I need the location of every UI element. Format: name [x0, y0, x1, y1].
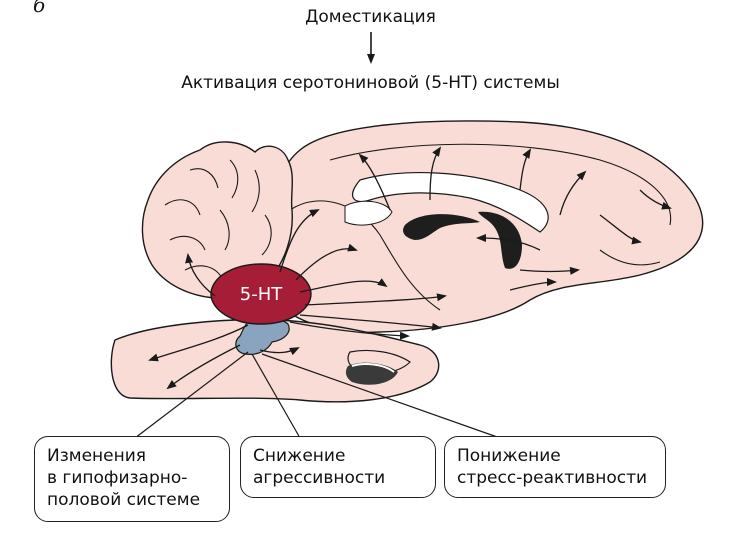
corpus-callosum	[352, 171, 549, 233]
center-label: 5-HT	[240, 284, 283, 305]
panel-label: б	[33, 0, 46, 17]
serotonin-nucleus	[210, 263, 312, 325]
cerebrum	[264, 120, 704, 333]
ventricle	[403, 214, 480, 240]
box-line: Снижение	[253, 446, 346, 466]
box-line: стресс-реактивности	[457, 468, 648, 488]
effect-box-pituitary: Изменения в гипофизарно- половой системе	[34, 436, 230, 522]
header-serotonin-activation: Активация серотониновой (5-HT) системы	[181, 73, 560, 93]
effect-box-aggression: Снижение агрессивности	[240, 436, 436, 498]
box-line: половой системе	[47, 490, 201, 510]
hypothalamus	[235, 317, 290, 355]
box-line: Понижение	[457, 446, 561, 466]
header-domestication: Доместикация	[305, 7, 436, 27]
box-line: Изменения	[47, 446, 147, 466]
box-line: в гипофизарно-	[47, 468, 188, 488]
box-line: агрессивности	[253, 468, 386, 488]
effect-box-stress: Понижение стресс-реактивности	[444, 436, 666, 498]
